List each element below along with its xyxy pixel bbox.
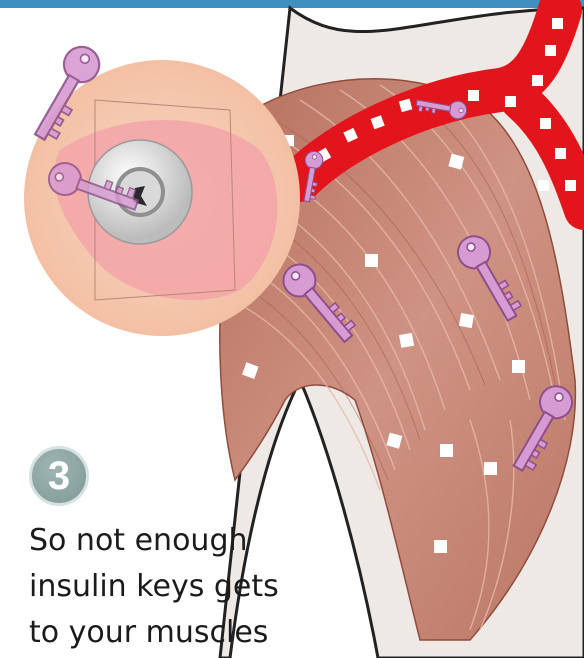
caption-line-1: So not enough [29,518,299,564]
caption-line-3: to your muscles [29,610,299,656]
caption: So not enough insulin keys gets to your … [29,518,299,656]
step-number-badge: 3 [29,446,89,506]
caption-line-2: insulin keys gets [29,564,299,610]
step-number: 3 [48,454,70,499]
